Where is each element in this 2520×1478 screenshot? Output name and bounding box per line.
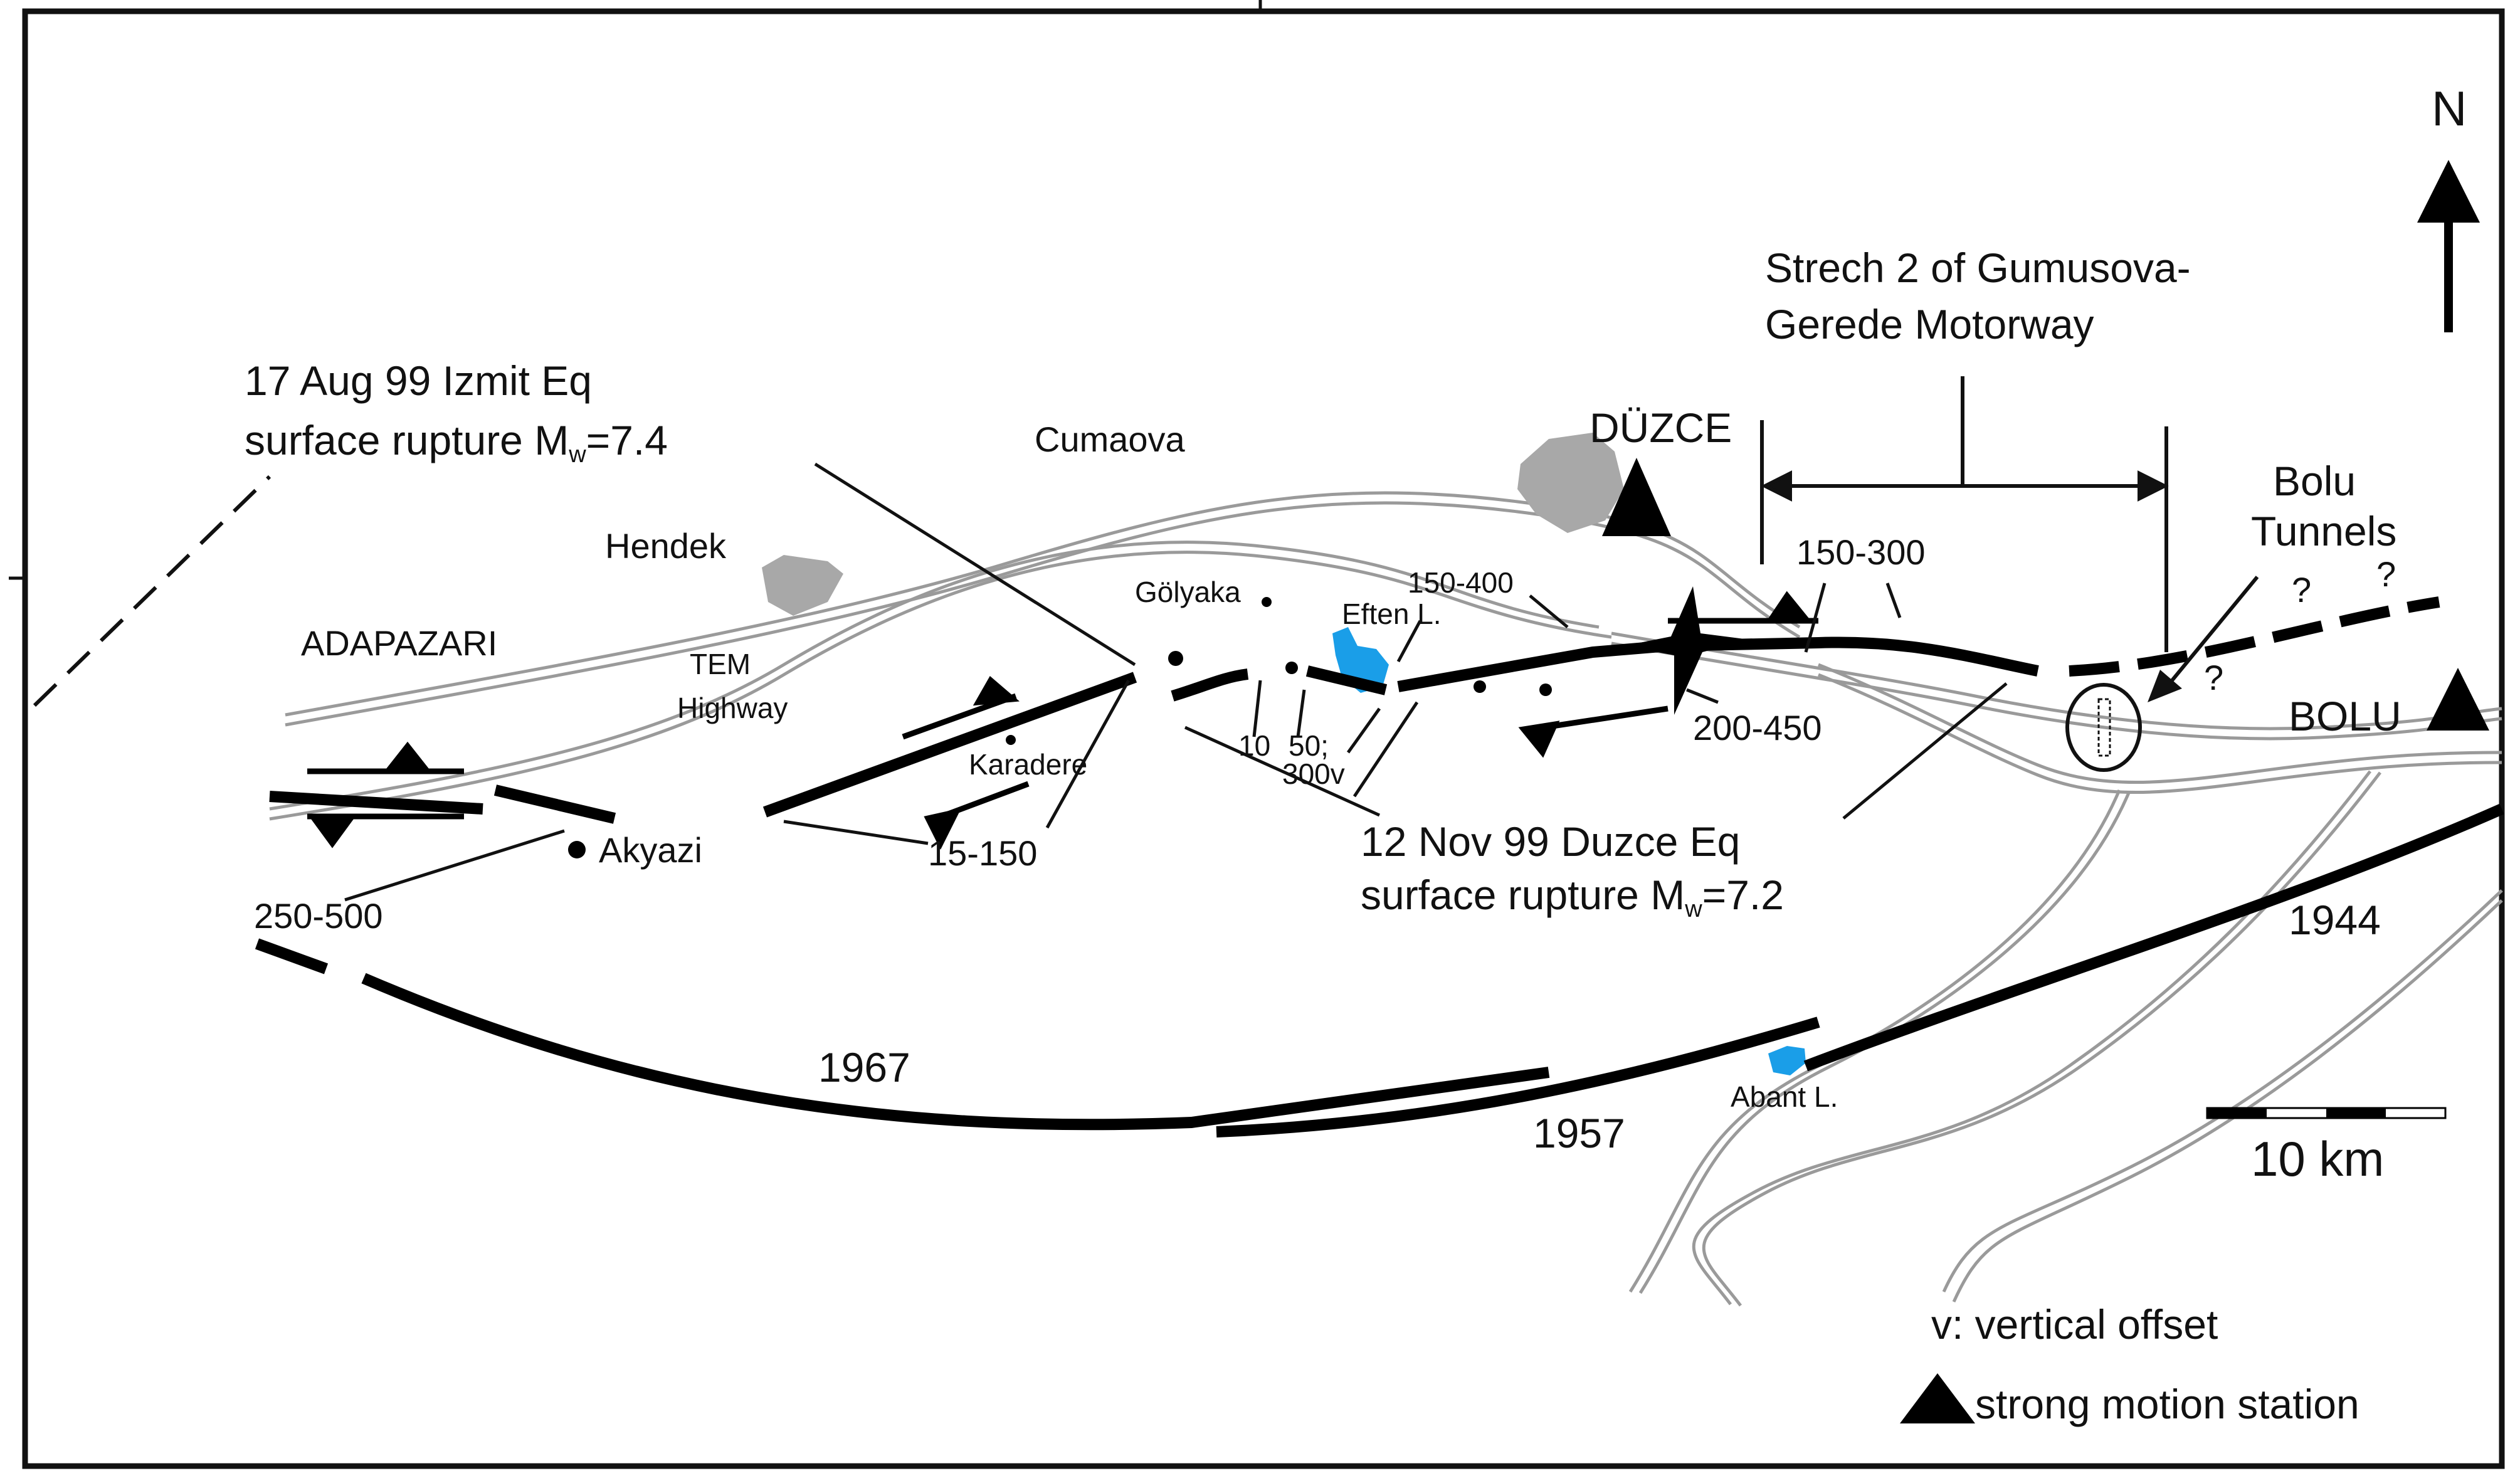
offset-200-450: 200-450 — [1693, 708, 1822, 747]
town-duzce — [1517, 433, 1624, 533]
izmit-label-line1: 17 Aug 99 Izmit Eq — [245, 357, 592, 404]
slip-indicators — [307, 591, 1818, 850]
stretch-label-line2: Gerede Motorway — [1765, 301, 2094, 347]
rupture-seg-5 — [1305, 665, 1388, 695]
izmit-label-post: =7.4 — [586, 417, 668, 463]
rupture-seg-3 — [762, 672, 1137, 818]
road-motorway — [1818, 663, 2502, 784]
place-bolu: BOLU — [2289, 693, 2401, 739]
rupture-1957 — [1216, 1016, 1820, 1138]
road-duzce-bolu-2 — [1611, 641, 2502, 741]
uncertain-mark-3: ? — [2204, 658, 2223, 697]
road-adapazari-cumaova — [285, 491, 1801, 717]
place-bolu-tunnels-line1: Bolu — [2273, 458, 2356, 504]
historic-ruptures — [255, 803, 2504, 1138]
offset-50-line2: 300v — [1282, 757, 1345, 790]
place-tem-line2: Highway — [677, 692, 788, 724]
legend-station: strong motion station — [1975, 1381, 2359, 1427]
stretch-label-line1: Strech 2 of Gumusova- — [1765, 245, 2191, 291]
scale-label: 10 km — [2251, 1131, 2384, 1186]
road-motorway-2 — [1818, 673, 2502, 794]
road-tem-highway-2 — [269, 551, 1612, 821]
town-hendek — [762, 555, 843, 616]
road-tem-highway — [269, 541, 1600, 811]
rupture-dot-3 — [1474, 680, 1486, 693]
rupture-seg-4 — [1171, 668, 1249, 702]
dot-akyazi — [568, 841, 586, 858]
uncertain-mark-1: ? — [2292, 570, 2311, 610]
fault-continuation-west — [33, 475, 272, 707]
place-adapazari: ADAPAZARI — [301, 623, 497, 663]
place-akyazi: Akyazi — [599, 830, 702, 870]
rupture-1999 — [269, 596, 2440, 824]
rupture-seg-duzce — [1397, 636, 2039, 692]
year-1944: 1944 — [2289, 897, 2381, 943]
tunnel-icon — [2097, 698, 2111, 757]
place-eften: Eften L. — [1342, 598, 1442, 630]
dot-golyaka — [1262, 597, 1272, 607]
place-golyaka: Gölyaka — [1135, 576, 1241, 608]
place-bolu-tunnels-line2: Tunnels — [2251, 508, 2396, 554]
legend-station-icon — [1900, 1373, 1975, 1423]
rupture-seg-dashed — [2069, 596, 2440, 677]
road-south-3b — [1952, 899, 2503, 1303]
leader-lines — [344, 462, 2008, 902]
north-arrow: N — [2417, 81, 2480, 332]
place-duzce: DÜZCE — [1589, 404, 1732, 451]
izmit-label-sub: w — [568, 441, 586, 468]
dot-karadere — [1006, 735, 1016, 745]
offset-150-300: 150-300 — [1796, 532, 1926, 572]
road-south-3 — [1942, 889, 2503, 1293]
north-arrow-icon — [2417, 160, 2480, 223]
rupture-seg-1 — [269, 791, 483, 815]
rupture-seg-2 — [493, 784, 616, 824]
map-frame — [22, 8, 2505, 1469]
bolu-tunnels-arrowhead — [2148, 670, 2182, 702]
year-1957: 1957 — [1533, 1110, 1625, 1156]
rupture-dot-2 — [1285, 662, 1298, 674]
izmit-label-pre: surface rupture M — [245, 417, 569, 463]
motorway-bracket — [1760, 376, 2169, 652]
rupture-1944 — [1803, 803, 2504, 1072]
offset-50-line1: 50; — [1289, 729, 1329, 762]
place-cumaova: Cumaova — [1035, 420, 1186, 459]
station-duzce-icon — [1602, 458, 1671, 536]
station-bolu-icon — [2427, 668, 2489, 731]
duzce-eq-label-line1: 12 Nov 99 Duzce Eq — [1361, 818, 1740, 865]
rupture-1967 — [255, 938, 1550, 1131]
place-abant: Abant L. — [1731, 1080, 1838, 1113]
north-label: N — [2432, 81, 2467, 136]
duzce-eq-label-sub: w — [1684, 896, 1702, 922]
legend-vertical-offset: v: vertical offset — [1931, 1301, 2218, 1348]
bolu-tunnels-pointer — [2168, 576, 2259, 685]
lake-abant — [1768, 1046, 1806, 1075]
bolu-tunnels-circle — [2065, 683, 2142, 772]
offset-15-150: 15-150 — [928, 833, 1037, 873]
year-1967: 1967 — [818, 1044, 910, 1090]
legend: v: vertical offset strong motion station — [1900, 1301, 2359, 1427]
offset-10: 10 — [1238, 729, 1270, 762]
rupture-dot-1 — [1168, 651, 1183, 666]
place-karadere: Karadere — [969, 748, 1087, 781]
duzce-eq-label-post: =7.2 — [1702, 872, 1784, 918]
uncertain-mark-2: ? — [2376, 554, 2396, 594]
rupture-dot-4 — [1539, 684, 1552, 696]
duzce-eq-label-pre: surface rupture M — [1361, 872, 1685, 918]
place-tem-line1: TEM — [690, 648, 751, 680]
place-hendek: Hendek — [605, 526, 727, 566]
road-south-1b — [1638, 791, 2131, 1294]
epicenter-star-icon — [1624, 586, 1749, 715]
road-adapazari-cumaova-2 — [285, 501, 1801, 727]
duzce-eq-label-line2: surface rupture Mw=7.2 — [1361, 872, 1784, 922]
offset-150-400: 150-400 — [1408, 566, 1514, 599]
scale-bar: 10 km — [2206, 1107, 2447, 1186]
offset-250-500: 250-500 — [254, 896, 383, 936]
izmit-label-line2: surface rupture Mw=7.4 — [245, 417, 668, 468]
road-duzce-bolu — [1611, 631, 2502, 731]
